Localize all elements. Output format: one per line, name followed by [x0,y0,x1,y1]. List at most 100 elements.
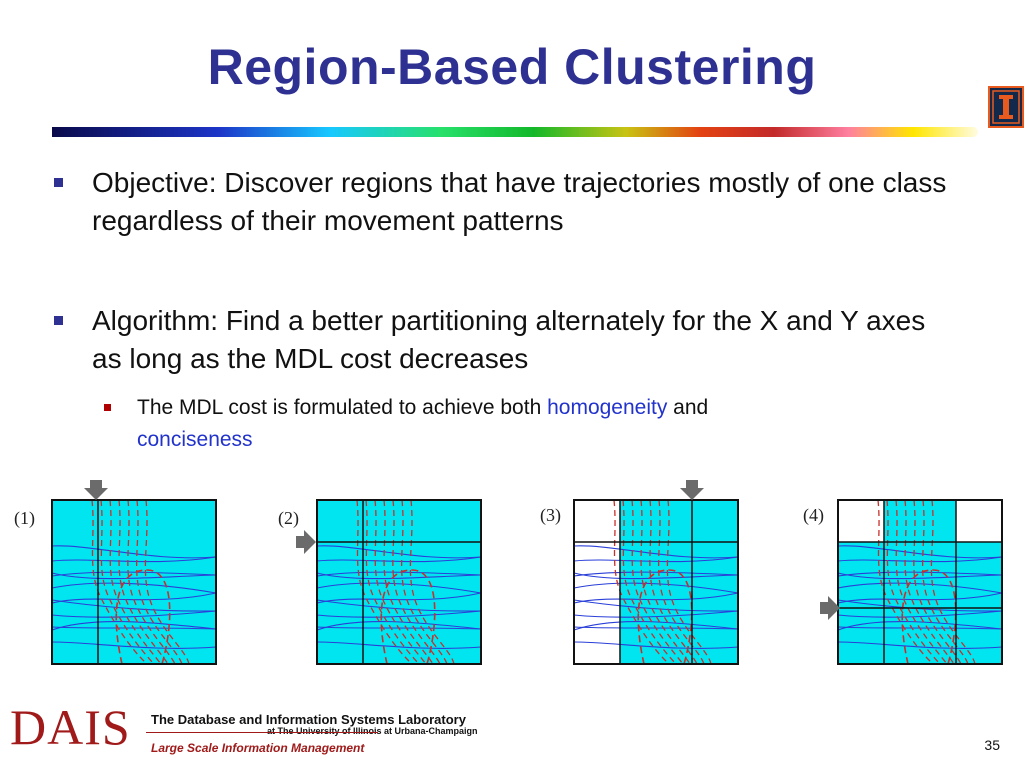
blue-trajectory [573,572,739,580]
blue-trajectory [837,545,1003,559]
panel-border [573,499,739,665]
red-trajectory [886,499,941,665]
region-cell [956,608,1002,664]
blue-trajectory [316,641,482,649]
partitioning-figures [51,480,1003,665]
red-trajectory [380,569,436,665]
blue-trajectory [573,641,739,649]
figure-label: (3) [540,505,561,525]
blue-trajectory [316,599,482,612]
blue-trajectory [316,582,482,594]
footer-tagline: Large Scale Information Management [151,741,365,755]
split-arrow-icon [680,480,704,500]
blue-trajectory [51,545,217,559]
sub-bullet-text: The MDL cost is formulated to achieve bo… [137,396,709,451]
red-trajectory [613,499,670,665]
term-homogeneity: homogeneity [547,396,668,419]
red-trajectory [666,499,712,665]
red-trajectory [115,569,171,665]
bullet-text: Algorithm: Find a better partitioning al… [92,305,926,374]
red-trajectory [392,499,441,665]
red-trajectory [118,499,169,665]
blue-trajectory [837,641,1003,649]
blue-trajectory [316,620,482,631]
blue-trajectory [837,620,1003,631]
empty-region [838,500,884,542]
blue-trajectory [316,626,482,630]
red-trajectory [904,499,955,665]
blue-trajectory [51,641,217,649]
blue-trajectory [573,626,739,630]
blue-trajectory [51,582,217,594]
blue-trajectory [573,599,739,612]
red-trajectory [135,499,183,665]
region-cell [692,500,738,542]
split-arrow-icon [296,530,316,554]
red-trajectory [913,499,962,665]
panel-border [51,499,217,665]
lab-name: The Database and Information Systems Lab… [151,712,466,727]
blue-trajectory [573,620,739,631]
red-trajectory [409,499,455,665]
blue-trajectory [573,582,739,594]
red-trajectory [622,499,677,665]
red-trajectory [109,499,162,665]
region-cell [692,542,738,664]
red-trajectory [144,499,190,665]
figure-label: (1) [14,508,35,528]
blue-trajectory [837,592,1003,604]
red-trajectory [930,499,976,665]
university-name: at The University of Illinois at Urbana-… [267,726,478,736]
blue-trajectory [573,592,739,604]
blue-trajectory [573,545,739,559]
blue-trajectory [316,592,482,604]
empty-region [574,500,620,542]
empty-region [956,500,1002,542]
region-cell [317,500,363,542]
figure-label: (2) [278,508,299,528]
red-trajectory [374,499,427,665]
footer-divider [146,732,378,733]
blue-trajectory [573,556,739,563]
blue-trajectory [837,556,1003,563]
slide-title: Region-Based Clustering [207,39,817,95]
blue-trajectory [51,556,217,563]
sub-bullet-square-icon [104,404,111,411]
red-trajectory [640,499,691,665]
blue-trajectory [837,626,1003,630]
red-trajectory [895,499,948,665]
blue-trajectory [51,599,217,612]
blue-trajectory [51,610,217,618]
red-trajectory [921,499,969,665]
red-trajectory [877,499,934,665]
blue-trajectory [837,572,1003,580]
figure-panel [316,499,482,665]
red-trajectory [356,499,413,665]
red-trajectory [400,499,448,665]
red-trajectory [127,499,176,665]
red-trajectory [901,569,957,665]
red-trajectory [649,499,698,665]
blue-trajectory [51,626,217,630]
blue-trajectory [316,545,482,559]
red-trajectory [383,499,434,665]
blue-trajectory [837,610,1003,618]
page-number: 35 [984,737,1000,753]
red-trajectory [100,499,155,665]
figure-panel [51,499,217,665]
region-cell [98,500,216,664]
bullet-text: Objective: Discover regions that have tr… [92,167,947,236]
term-conciseness: conciseness [137,428,253,451]
split-arrow-icon [84,480,108,500]
panel-border [316,499,482,665]
region-cell [884,500,956,542]
figure-panel [573,499,739,665]
blue-trajectory [837,571,1003,577]
region-cell [620,500,692,542]
blue-trajectory [51,620,217,631]
title-divider [52,127,978,137]
blue-trajectory [573,571,739,577]
red-trajectory [365,499,420,665]
panel-border [837,499,1003,665]
red-trajectory [91,499,148,665]
